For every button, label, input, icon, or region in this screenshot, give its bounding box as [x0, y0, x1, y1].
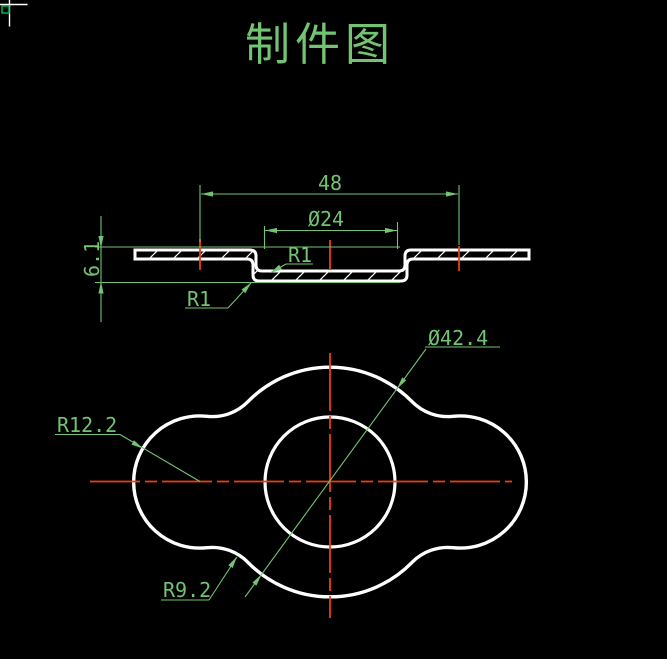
drawing-title[interactable]: 制件图 [245, 18, 395, 71]
arrowhead [270, 264, 282, 273]
crosshair-cursor [0, 0, 28, 27]
dimension-text[interactable]: 6.1 [80, 241, 104, 277]
leader-fillet-inner-r1[interactable]: R1 [270, 243, 313, 273]
arrowhead [446, 191, 458, 197]
arrowhead [98, 236, 104, 248]
dimension-depth-6-1[interactable]: 6.1 [80, 216, 400, 322]
arrowhead [131, 440, 143, 449]
arrowhead [201, 191, 213, 197]
plan-view[interactable]: Ø42.4 R12.2 R9.2 [55, 326, 528, 618]
arrowhead [228, 556, 237, 568]
pickbox-icon [1, 5, 10, 14]
dimension-text[interactable]: Ø24 [308, 207, 344, 231]
section-profile[interactable] [133, 248, 531, 283]
dimension-diameter-24[interactable]: Ø24 [263, 207, 399, 249]
arrowhead [385, 227, 397, 234]
dimension-text[interactable]: R9.2 [163, 578, 211, 602]
arrowhead [252, 574, 262, 586]
dimension-line[interactable] [244, 348, 427, 598]
dimension-radius-9-2[interactable]: R9.2 [161, 556, 238, 603]
arrowhead [98, 281, 104, 294]
dimension-text[interactable]: R12.2 [57, 413, 117, 437]
plan-outline[interactable] [132, 365, 528, 599]
dimension-width-48[interactable]: 48 [199, 171, 460, 245]
leader-fillet-outer-r1[interactable]: R1 [185, 282, 252, 312]
dimension-text[interactable]: Ø42.4 [428, 326, 488, 350]
dimension-text[interactable]: R1 [288, 243, 312, 267]
leader-line[interactable] [119, 434, 201, 482]
dimension-diameter-42-4[interactable]: Ø42.4 [244, 326, 500, 598]
dimension-text[interactable]: R1 [187, 287, 211, 311]
dimension-text[interactable]: 48 [318, 171, 342, 195]
arrowhead [265, 227, 277, 234]
dimension-radius-12-2[interactable]: R12.2 [55, 413, 201, 482]
section-view[interactable]: 48 Ø24 6.1 R1 [80, 171, 531, 322]
arrowhead [241, 282, 252, 294]
arrowhead [397, 377, 407, 389]
